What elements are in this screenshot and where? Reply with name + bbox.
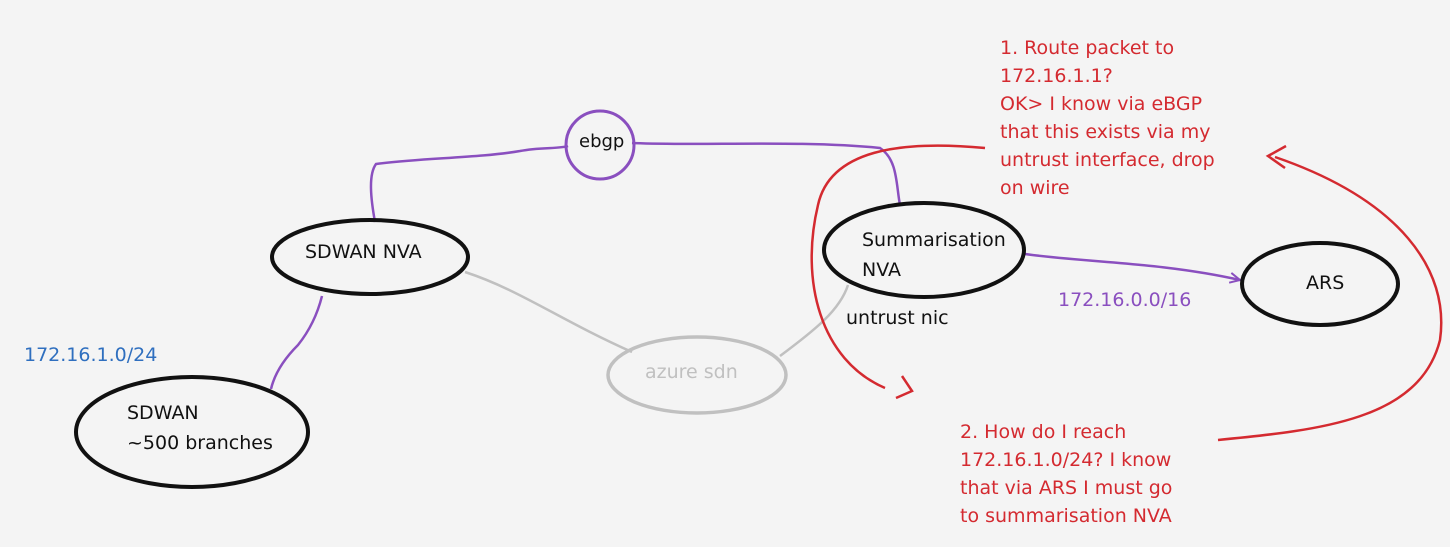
step1-annotation: 1. Route packet to 172.16.1.1? OK> I kno… — [1000, 37, 1215, 199]
sdwan-branches-label: SDWAN ~500 branches — [127, 402, 273, 454]
branch-prefix-label: 172.16.1.0/24 — [24, 344, 158, 366]
summarisation-nva-node — [822, 201, 1026, 299]
step1-arrowhead — [895, 375, 914, 400]
ebgp-node — [564, 109, 636, 181]
summary-prefix-label: 172.16.0.0/16 — [1058, 289, 1192, 311]
summarisation-nva-label: Summarisation NVA — [862, 229, 1006, 281]
sdwan-nva-label: SDWAN NVA — [305, 241, 422, 263]
link-branches-to-sdwan-nva — [269, 295, 324, 390]
azure-sdn-node — [606, 335, 788, 415]
sdwan-nva-node — [270, 218, 470, 296]
sdwan-branches-node — [74, 375, 310, 489]
ebgp-label: ebgp — [579, 131, 625, 152]
route-summary-arrow — [1024, 252, 1243, 284]
link-azure-sdn-to-summarisation-nva — [779, 284, 850, 358]
step1-arrow — [810, 144, 986, 390]
ars-node — [1240, 241, 1400, 327]
untrust-nic-label: untrust nic — [846, 307, 949, 329]
link-sdwan-nva-to-ebgp — [369, 144, 569, 223]
ars-label: ARS — [1306, 272, 1345, 294]
link-ebgp-to-summarisation-nva — [631, 141, 902, 206]
step2-arrowhead — [1265, 144, 1287, 170]
azure-sdn-label: azure sdn — [645, 361, 738, 383]
step2-arrow — [1217, 155, 1443, 442]
link-sdwan-nva-to-azure-sdn — [464, 270, 633, 354]
step2-annotation: 2. How do I reach 172.16.1.0/24? I know … — [960, 421, 1173, 527]
